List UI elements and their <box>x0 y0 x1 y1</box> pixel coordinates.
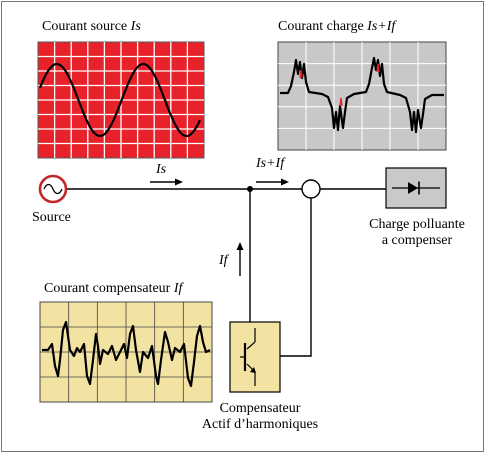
outer-frame <box>1 1 484 452</box>
load-box <box>385 167 447 209</box>
if-arrow-label: If <box>219 253 228 268</box>
junction-node <box>247 186 253 192</box>
source-current-scope <box>37 41 205 159</box>
source-scope-title: Courant source Is <box>42 19 141 34</box>
compensator-current-scope <box>39 301 213 403</box>
source-label: Source <box>32 210 71 225</box>
compensator-current-waveform <box>42 320 211 388</box>
source-icon <box>38 174 68 204</box>
is-arrow <box>150 178 183 186</box>
if-arrow <box>236 242 244 276</box>
load-scope-title: Courant charge Is+If <box>278 19 396 34</box>
compensator-box <box>229 321 281 393</box>
diode-icon <box>392 181 440 195</box>
is-arrow-label: Is <box>156 162 167 177</box>
load-waveform-red-marks <box>299 63 380 107</box>
source-current-waveform <box>38 62 201 138</box>
compensator-label: Compensateur Actif d’harmoniques <box>201 401 319 432</box>
compensator-feed <box>280 198 312 357</box>
load-label: Charge polluante a compenser <box>369 217 465 248</box>
transistor-icon <box>240 328 256 386</box>
load-current-scope <box>277 41 447 151</box>
isif-arrow <box>256 178 289 186</box>
summing-node <box>301 179 321 199</box>
compensator-scope-title: Courant compensateur If <box>44 281 183 296</box>
wiring <box>66 188 386 357</box>
isif-arrow-label: Is+If <box>256 156 285 171</box>
